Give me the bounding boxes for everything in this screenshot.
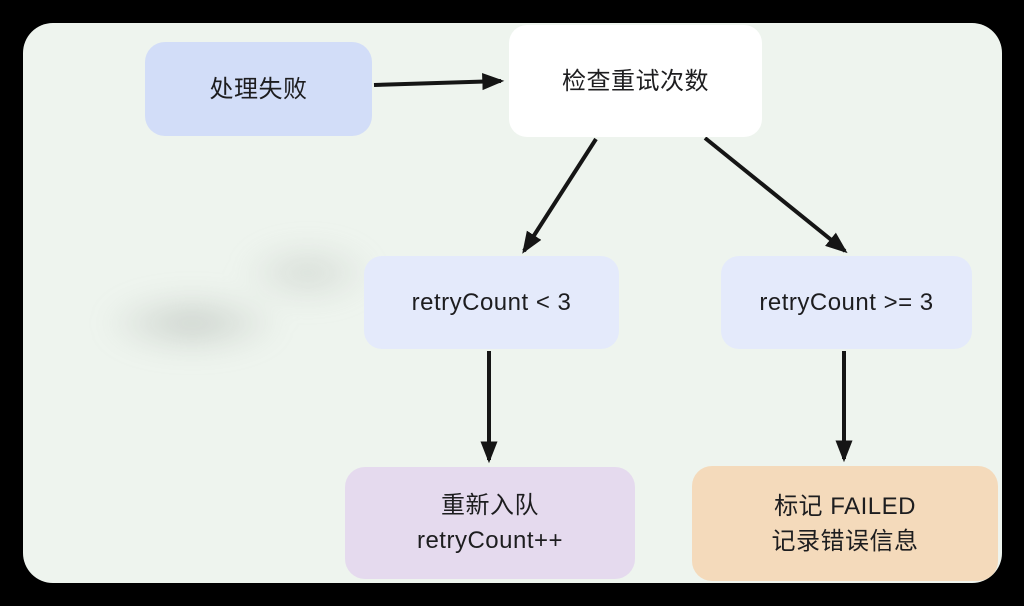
node-mark-failed-label-line1: 标记 FAILED xyxy=(774,492,916,520)
node-requeue-label-line2: retryCount++ xyxy=(416,527,564,554)
node-retrycount-lt-3-label: retryCount < 3 xyxy=(411,289,572,316)
diagram-panel: 处理失败 检查重试次数 retryCount < 3 retryCount >=… xyxy=(23,23,1002,583)
arrow-check-to-gte3 xyxy=(703,136,848,254)
arrow-fail-to-check xyxy=(373,73,505,91)
flow-arrows xyxy=(373,73,853,464)
node-mark-failed: 标记 FAILED 记录错误信息 xyxy=(692,466,998,581)
node-requeue-label-line1: 重新入队 xyxy=(441,492,539,519)
node-check-retry-count: 检查重试次数 xyxy=(509,25,762,137)
node-process-failed: 处理失败 xyxy=(145,42,372,136)
arrow-check-to-lt3 xyxy=(522,137,598,254)
node-retrycount-gte-3: retryCount >= 3 xyxy=(721,256,972,349)
node-check-retry-count-label: 检查重试次数 xyxy=(562,67,709,95)
node-requeue: 重新入队 retryCount++ xyxy=(345,467,635,579)
node-mark-failed-label-line2: 记录错误信息 xyxy=(771,527,919,555)
node-retrycount-lt-3: retryCount < 3 xyxy=(364,256,619,349)
node-retrycount-gte-3-label: retryCount >= 3 xyxy=(759,289,934,316)
node-process-failed-label: 处理失败 xyxy=(209,75,308,103)
